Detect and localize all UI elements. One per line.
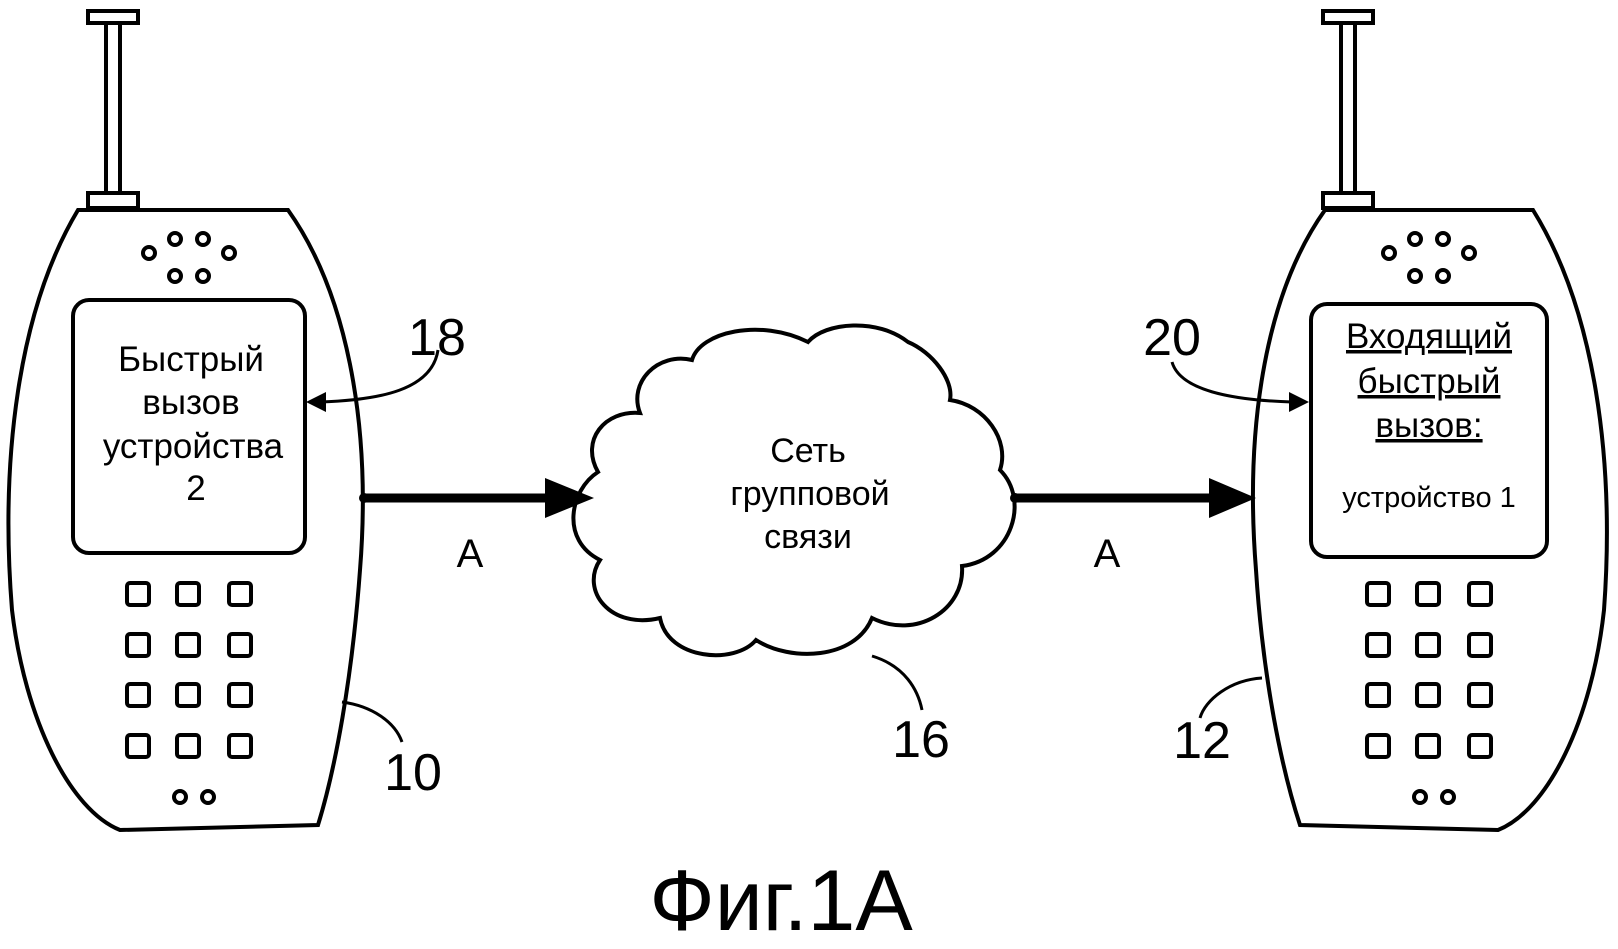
antenna-right (1321, 9, 1375, 210)
device-left: Быстрый вызов устройства 2 (6, 9, 365, 833)
keypad-right (1365, 581, 1493, 759)
device-right: Входящий быстрый вызов: устройство 1 (1251, 9, 1609, 833)
screen-right-line-4: устройство 1 (1342, 482, 1516, 514)
arrow-right-label: А (1094, 532, 1121, 576)
device-body-left (6, 208, 365, 833)
speaker-right (1381, 231, 1477, 284)
screen-right-line-3: вызов: (1375, 406, 1482, 445)
ref-18: 18 (408, 309, 466, 367)
mic-hole-right-1 (1412, 789, 1428, 805)
network-label-line-3: связи (764, 518, 852, 556)
screen-right (1309, 302, 1549, 559)
screen-left-line-3: устройства (103, 427, 284, 466)
screen-left (71, 298, 307, 555)
ref-16: 16 (892, 711, 950, 769)
screen-left-line-1: Быстрый (118, 340, 264, 379)
mic-hole-right-2 (1440, 789, 1456, 805)
mic-hole-left-1 (172, 789, 188, 805)
ref-20-leader: 20 (1143, 309, 1309, 412)
ref-20: 20 (1143, 309, 1201, 367)
network-label-line-2: групповой (730, 475, 889, 513)
speaker-left (141, 231, 237, 284)
arrow-network-to-right: А (1010, 478, 1256, 576)
arrow-left-to-network: А (359, 478, 594, 576)
ref-12-leader: 12 (1173, 676, 1263, 770)
arrow-left-label: А (457, 532, 484, 576)
screen-right-line-2: быстрый (1358, 362, 1501, 401)
network-cloud: Сеть групповой связи (571, 323, 1017, 658)
device-body-right (1251, 208, 1609, 833)
ref-12: 12 (1173, 712, 1231, 770)
screen-right-line-1: Входящий (1346, 317, 1512, 356)
keypad-left (125, 581, 253, 759)
network-label-line-1: Сеть (770, 432, 846, 470)
ref-10-leader: 10 (341, 700, 442, 802)
ref-16-leader: 16 (871, 654, 950, 769)
screen-left-line-2: вызов (142, 383, 239, 422)
ref-10: 10 (384, 744, 442, 802)
mic-hole-left-2 (200, 789, 216, 805)
antenna-left (86, 9, 140, 210)
figure-caption: Фиг.1А (649, 853, 913, 949)
screen-left-line-4: 2 (186, 469, 205, 508)
ref-18-leader: 18 (306, 309, 466, 412)
